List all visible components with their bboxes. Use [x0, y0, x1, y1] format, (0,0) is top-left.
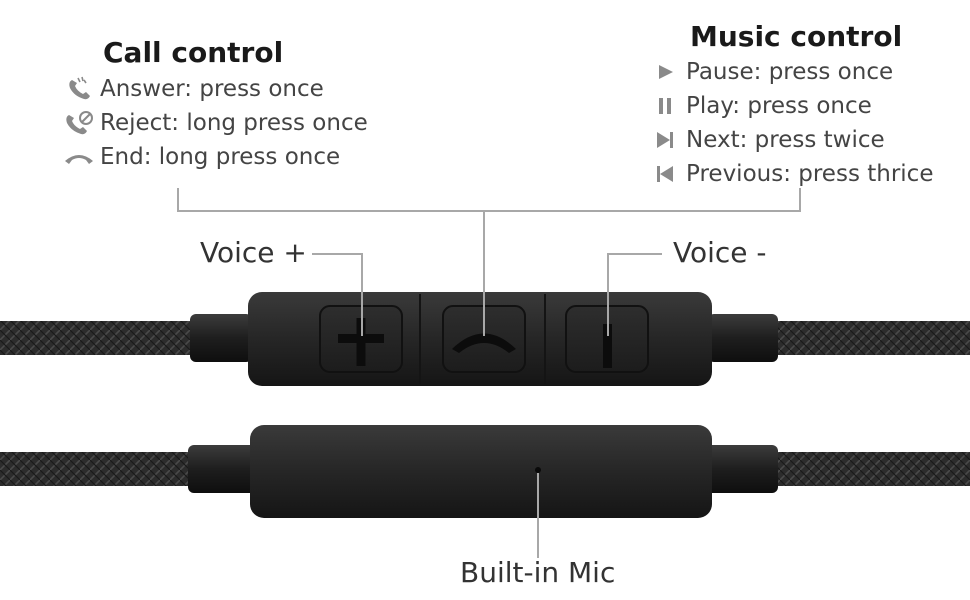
music-control-item-next: Next: press twice: [650, 127, 885, 153]
ferrule-right-lower: [706, 445, 778, 493]
multifunction-button[interactable]: [442, 305, 526, 373]
music-control-title: Music control: [690, 20, 903, 53]
phone-handset-icon: [452, 333, 516, 353]
volume-down-leader: [607, 253, 662, 336]
cable-left-lower: [0, 452, 200, 486]
call-control-item-end: End: long press once: [64, 144, 340, 170]
play-icon: [650, 59, 680, 85]
phone-hangup-icon: [64, 144, 94, 170]
call-control-item-text: Answer: press once: [100, 76, 324, 102]
music-control-item-text: Previous: press thrice: [686, 161, 934, 187]
call-control-item-text: End: long press once: [100, 144, 341, 170]
volume-down-label: Voice -: [673, 236, 767, 269]
call-control-item-reject: Reject: long press once: [64, 110, 368, 136]
call-control-item-text: Reject: long press once: [100, 110, 368, 136]
cable-left-upper: [0, 321, 200, 355]
music-control-item-previous: Previous: press thrice: [650, 161, 933, 187]
previous-track-icon: [650, 161, 680, 187]
microphone-cable: [0, 425, 970, 518]
phone-ringing-icon: [64, 76, 94, 102]
phone-reject-icon: [64, 110, 94, 136]
music-control-item-text: Next: press twice: [686, 127, 885, 153]
leader-lines: [177, 188, 801, 558]
ferrule-left-upper: [190, 314, 252, 362]
call-control-title: Call control: [103, 36, 284, 69]
pause-icon: [650, 93, 680, 119]
call-control-item-answer: Answer: press once: [64, 76, 324, 102]
volume-up-label: Voice +: [200, 236, 307, 269]
cable-right-upper: [770, 321, 970, 355]
music-control-item-pause: Pause: press once: [650, 59, 893, 85]
microphone-body: [250, 425, 712, 518]
music-control-item-text: Play: press once: [686, 93, 872, 119]
minus-icon: [603, 324, 612, 368]
volume-up-leader: [312, 253, 363, 336]
built-in-mic-label: Built-in Mic: [460, 556, 616, 589]
ferrule-left-lower: [188, 445, 258, 493]
microphone-hole: [535, 467, 541, 473]
music-control-item-text: Pause: press once: [686, 59, 894, 85]
cable-right-lower: [770, 452, 970, 486]
music-control-item-play: Play: press once: [650, 93, 872, 119]
next-track-icon: [650, 127, 680, 153]
ferrule-right-upper: [708, 314, 778, 362]
control-bracket: [177, 188, 801, 212]
